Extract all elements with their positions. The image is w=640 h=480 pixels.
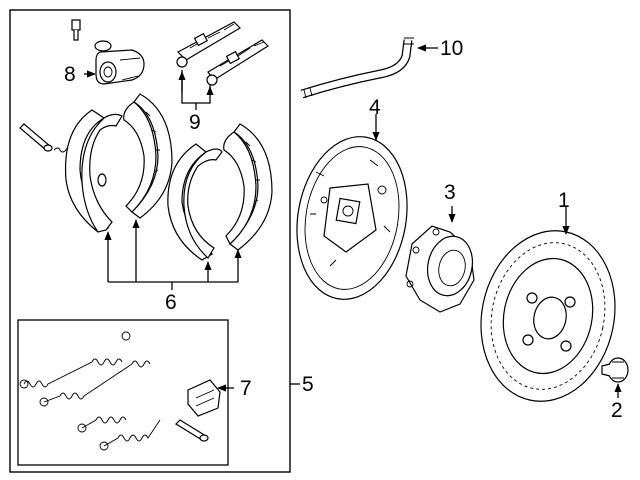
callout-6: 6: [165, 291, 177, 314]
adjuster-set: [176, 21, 269, 86]
brake-shoe-2: [123, 93, 173, 219]
brake-shoe-kit-box: [9, 9, 291, 473]
callout-3: 3: [444, 181, 456, 204]
return-springs: [19, 331, 161, 451]
wheel-cylinder: [71, 19, 145, 85]
brake-shoe-3: [167, 143, 223, 261]
callout-1: 1: [558, 189, 570, 212]
brake-shoe-4: [223, 123, 273, 251]
drum-screw: [601, 357, 629, 383]
callout-4: 4: [369, 96, 381, 119]
brake-shoe-1: [64, 109, 123, 233]
backing-plate: [296, 136, 408, 300]
hold-down-pin: [19, 123, 73, 153]
callout-9: 9: [189, 111, 201, 134]
callout-2: 2: [611, 399, 623, 422]
callout-10: 10: [440, 37, 464, 60]
wheel-hub: [405, 225, 475, 313]
hold-down-kit: [175, 379, 221, 442]
callout-5: 5: [302, 373, 314, 396]
callout-8: 8: [64, 63, 76, 86]
brake-drum: [480, 230, 616, 402]
callout-7: 7: [240, 377, 252, 400]
hardware-kit-box: [17, 319, 229, 466]
brake-hose: [300, 37, 414, 99]
